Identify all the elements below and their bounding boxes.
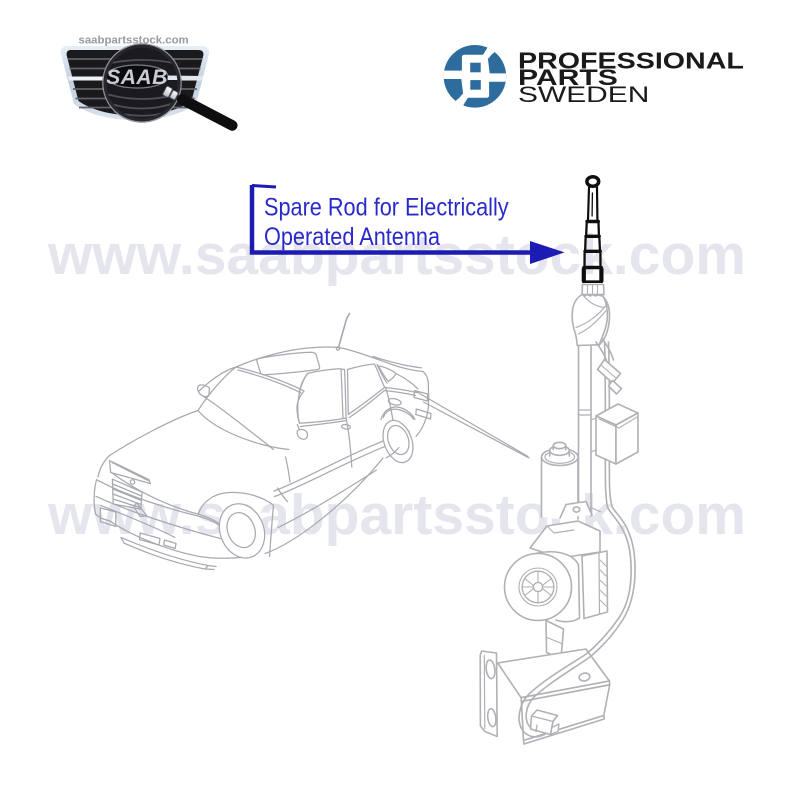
svg-text:www.saabpartsstock.com: www.saabpartsstock.com — [47, 223, 746, 287]
svg-text:PARTS: PARTS — [518, 65, 618, 90]
svg-text:PROFESSIONAL: PROFESSIONAL — [518, 47, 744, 74]
svg-text:SAAB: SAAB — [106, 66, 168, 89]
svg-text:Operated Antenna: Operated Antenna — [264, 223, 441, 251]
svg-text:Spare Rod for Electrically: Spare Rod for Electrically — [264, 193, 509, 221]
svg-text:SWEDEN: SWEDEN — [518, 82, 649, 107]
svg-text:saabpartsstock.com: saabpartsstock.com — [79, 35, 189, 47]
svg-text:www.saabpartsstock.com: www.saabpartsstock.com — [47, 483, 746, 547]
